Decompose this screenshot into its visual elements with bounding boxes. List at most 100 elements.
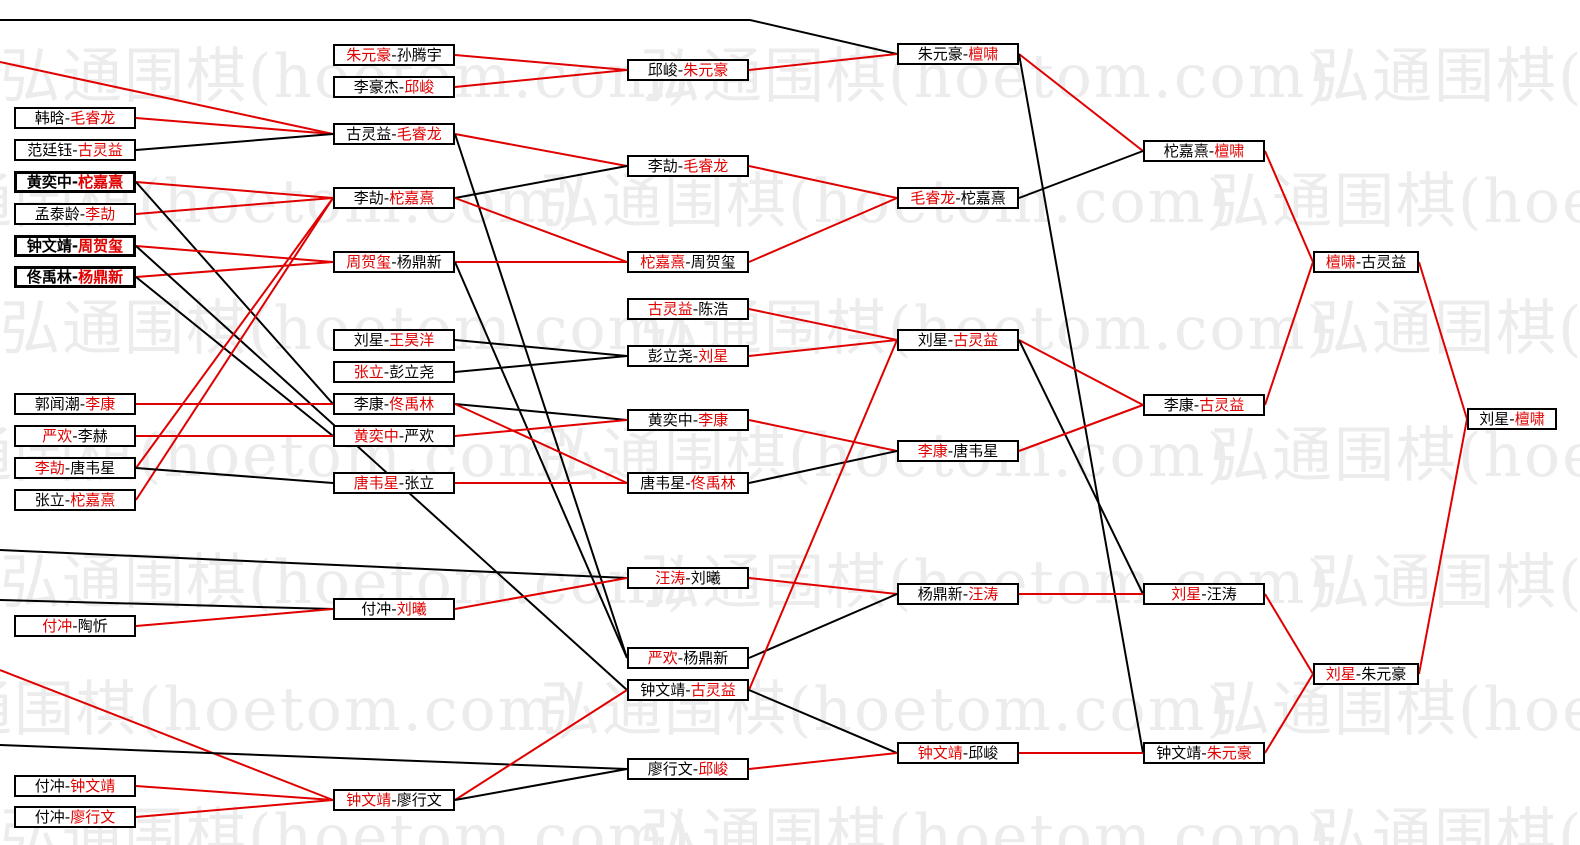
match-box: 周贺玺-杨鼎新 bbox=[333, 251, 455, 273]
player-a: 李劼 bbox=[353, 189, 384, 207]
player-b: 王昊洋 bbox=[389, 331, 435, 349]
player-b: 廖行文 bbox=[70, 808, 116, 826]
player-b: 毛睿龙 bbox=[683, 157, 729, 175]
match-box: 钟文靖-古灵益 bbox=[627, 679, 749, 701]
match-box: 刘星-檀啸 bbox=[1467, 408, 1557, 430]
bracket-connector bbox=[1018, 339, 1144, 406]
bracket-connector bbox=[135, 117, 334, 135]
separator: - bbox=[64, 777, 71, 795]
separator: - bbox=[398, 427, 405, 445]
match-box: 李劼-柁嘉熹 bbox=[333, 187, 455, 209]
bracket-connector bbox=[1264, 261, 1314, 406]
player-a: 柁嘉熹 bbox=[640, 253, 686, 271]
separator: - bbox=[692, 300, 699, 318]
player-a: 黄奕中 bbox=[647, 411, 693, 429]
player-b: 李康 bbox=[85, 395, 116, 413]
bracket-connector bbox=[748, 689, 898, 754]
player-b: 彭立尧 bbox=[389, 363, 435, 381]
separator: - bbox=[72, 427, 78, 445]
bracket-connector bbox=[0, 744, 628, 770]
player-a: 柁嘉熹 bbox=[1163, 142, 1209, 160]
match-box: 唐韦星-佟禹林 bbox=[627, 472, 749, 494]
separator: - bbox=[692, 411, 699, 429]
bracket-connector bbox=[454, 165, 628, 199]
match-box: 韩晗-毛睿龙 bbox=[14, 107, 136, 129]
match-box: 李康-唐韦星 bbox=[897, 440, 1019, 462]
bracket-connector bbox=[454, 403, 628, 484]
player-b: 毛睿龙 bbox=[396, 125, 442, 143]
bracket-connector bbox=[135, 197, 334, 469]
match-box: 黄奕中-严欢 bbox=[333, 425, 455, 447]
player-b: 古灵益 bbox=[953, 331, 999, 349]
separator: - bbox=[391, 125, 397, 143]
match-box: 李康-佟禹林 bbox=[333, 393, 455, 415]
match-box: 檀啸-古灵益 bbox=[1313, 251, 1419, 273]
player-b: 古灵益 bbox=[1199, 396, 1245, 414]
player-b: 周贺玺 bbox=[78, 237, 124, 255]
player-a: 李康 bbox=[1163, 396, 1194, 414]
separator: - bbox=[962, 585, 969, 603]
player-b: 李劼 bbox=[85, 205, 116, 223]
separator: - bbox=[64, 808, 71, 826]
bracket-connector bbox=[748, 450, 898, 484]
match-box: 付冲-钟文靖 bbox=[14, 775, 136, 797]
bracket-connector bbox=[1418, 418, 1468, 675]
bracket-connector bbox=[748, 752, 898, 770]
match-box: 钟文靖-周贺玺 bbox=[14, 235, 136, 257]
player-b: 钟文靖 bbox=[70, 777, 116, 795]
player-b: 严欢 bbox=[404, 427, 435, 445]
separator: - bbox=[383, 189, 390, 207]
player-b: 汪涛 bbox=[1206, 585, 1237, 603]
player-a: 钟文靖 bbox=[26, 237, 72, 255]
player-b: 柁嘉熹 bbox=[78, 173, 124, 191]
player-b: 刘星 bbox=[698, 347, 729, 365]
player-a: 朱元豪 bbox=[917, 45, 963, 63]
bracket-connector bbox=[454, 339, 628, 357]
separator: - bbox=[677, 157, 684, 175]
player-a: 汪涛 bbox=[655, 569, 686, 587]
player-a: 郭闻潮 bbox=[34, 395, 80, 413]
bracket-connector bbox=[454, 54, 628, 71]
player-a: 付冲 bbox=[361, 600, 392, 618]
player-a: 孟泰龄 bbox=[34, 205, 80, 223]
player-a: 钟文靖 bbox=[346, 791, 392, 809]
player-b: 周贺玺 bbox=[690, 253, 736, 271]
match-box: 刘星-汪涛 bbox=[1143, 583, 1265, 605]
player-b: 汪涛 bbox=[968, 585, 999, 603]
separator: - bbox=[962, 744, 969, 762]
player-b: 陈浩 bbox=[698, 300, 729, 318]
player-b: 杨鼎新 bbox=[396, 253, 442, 271]
player-a: 廖行文 bbox=[647, 760, 693, 778]
player-a: 杨鼎新 bbox=[917, 585, 963, 603]
bracket-connector bbox=[135, 261, 334, 278]
bracket-connector bbox=[454, 133, 628, 167]
bracket-connector bbox=[135, 799, 334, 818]
player-a: 严欢 bbox=[647, 649, 678, 667]
bracket-connector bbox=[1018, 404, 1144, 452]
bracket-connector bbox=[454, 261, 628, 659]
match-box: 毛睿龙-柁嘉熹 bbox=[897, 187, 1019, 209]
separator: - bbox=[383, 331, 390, 349]
player-a: 刘星 bbox=[917, 331, 948, 349]
match-box: 范廷钰-古灵益 bbox=[14, 139, 136, 161]
match-box: 钟文靖-朱元豪 bbox=[1143, 742, 1265, 764]
player-a: 邱峻 bbox=[647, 61, 678, 79]
bracket-connector bbox=[135, 245, 334, 263]
player-b: 柁嘉熹 bbox=[960, 189, 1006, 207]
player-b: 佟禹林 bbox=[690, 474, 736, 492]
player-b: 刘曦 bbox=[690, 569, 721, 587]
bracket-connector bbox=[0, 599, 334, 610]
player-a: 佟禹林 bbox=[26, 268, 72, 286]
separator: - bbox=[685, 569, 691, 587]
bracket-connector bbox=[0, 669, 334, 801]
separator: - bbox=[962, 45, 969, 63]
match-box: 刘星-朱元豪 bbox=[1313, 663, 1419, 685]
match-box: 廖行文-邱峻 bbox=[627, 758, 749, 780]
player-b: 唐韦星 bbox=[953, 442, 999, 460]
separator: - bbox=[685, 253, 691, 271]
player-a: 范廷钰 bbox=[27, 141, 73, 159]
match-box: 李劼-毛睿龙 bbox=[627, 155, 749, 177]
match-box: 黄奕中-李康 bbox=[627, 409, 749, 431]
bracket-connector bbox=[454, 133, 628, 659]
